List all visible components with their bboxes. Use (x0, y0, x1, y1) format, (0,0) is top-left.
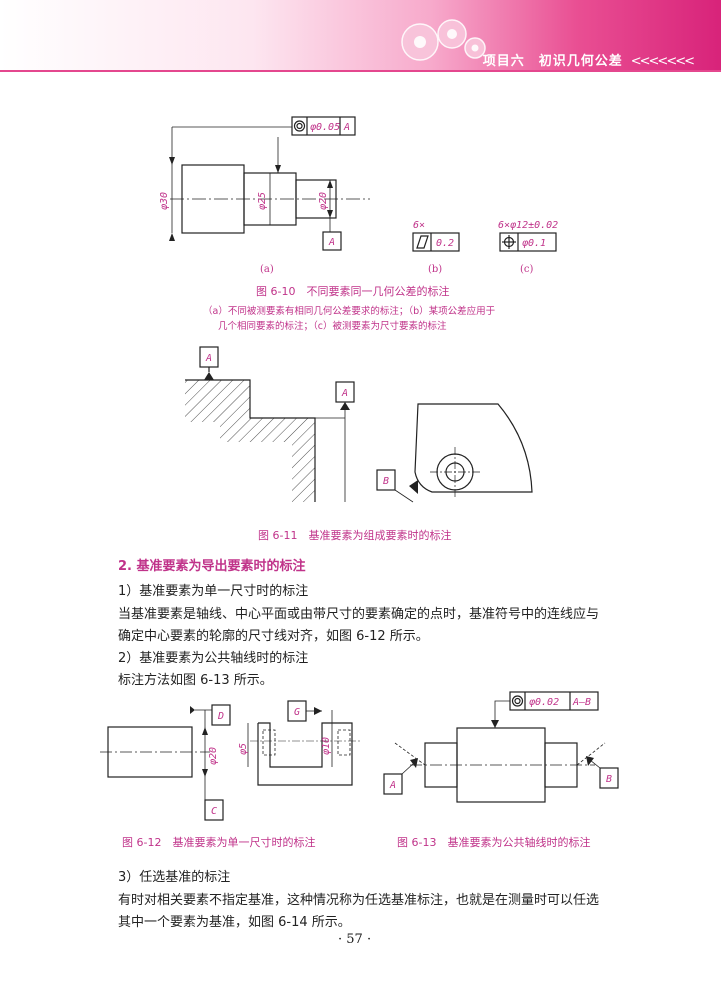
fig612-datum-c: C (211, 806, 217, 817)
fig612-dim-d10: φ10 (321, 737, 332, 755)
section-item-1: 1）基准要素为单一尺寸时的标注 (118, 584, 309, 599)
section-para-1-line-2: 确定中心要素的轮廓的尺寸线对齐，如图 6-12 所示。 (118, 629, 429, 644)
fig610-subcaption-1: （a）不同被测要素有相同几何公差要求的标注；（b）某项公差应用于 (203, 306, 496, 317)
fig610-label-b: (b) (428, 264, 443, 275)
fig610-c-tol: φ0.1 (522, 238, 546, 249)
fig611-caption: 图 6-11 基准要素为组成要素时的标注 (258, 529, 452, 542)
fig610-dim-d30: φ30 (159, 192, 170, 210)
fig610-frame-datum: A (343, 122, 350, 133)
section-para-1-line-1: 当基准要素是轴线、中心平面或由带尺寸的要素确定的点时，基准符号中的连线应与 (118, 607, 600, 622)
fig612-datum-d: D (217, 711, 224, 722)
fig610-subcaption-2: 几个相同要素的标注；（c）被测要素为尺寸要素的标注 (218, 321, 447, 332)
fig610-b-count: 6× (413, 220, 425, 231)
fig611-datum-a1: A (205, 353, 212, 364)
fig610-label-a: (a) (260, 264, 274, 275)
chevrons-icon: <<<<<<< (630, 54, 695, 69)
fig610-dim-d20: φ20 (318, 192, 329, 210)
figure-6-10-drawing: φ0.05 A φ30 φ25 φ20 A 6× 0.2 6×φ12±0.02 … (159, 116, 558, 252)
fig610-c-count: 6×φ12±0.02 (498, 220, 558, 231)
page-number: · 57 · (338, 932, 372, 947)
section-heading: 2. 基准要素为导出要素时的标注 (118, 559, 306, 574)
fig610-label-c: (c) (520, 264, 534, 275)
figure-6-12-drawing: D C G φ20 φ5 φ10 (100, 700, 360, 821)
fig611-datum-b: B (383, 476, 389, 487)
fig613-frame-datum: A—B (572, 697, 591, 708)
fig610-frame-tol: φ0.05 (310, 122, 340, 133)
section-para-3-line-1: 有时对相关要素不指定基准，这种情况称为任选基准标注，也就是在测量时可以任选 (118, 893, 600, 908)
fig613-caption: 图 6-13 基准要素为公共轴线时的标注 (397, 836, 591, 849)
fig612-dim-d5: φ5 (238, 743, 249, 755)
fig610-caption: 图 6-10 不同要素同一几何公差的标注 (256, 285, 450, 298)
section-item-2: 2）基准要素为公共轴线时的标注 (118, 651, 309, 666)
header-divider (0, 70, 721, 72)
fig612-dim-d20: φ20 (208, 747, 219, 765)
fig611-datum-a2: A (341, 388, 348, 399)
header-band (0, 0, 721, 72)
fig610-dim-d25: φ25 (257, 192, 268, 210)
chapter-title: 项目六 初识几何公差 <<<<<<< (482, 50, 695, 69)
figure-6-11-drawing: A A B (185, 346, 533, 503)
fig610-datum-a: A (328, 237, 335, 248)
fig613-datum-a: A (389, 780, 396, 791)
figure-6-13-drawing: φ0.02 A—B A B (383, 691, 619, 803)
section-para-3-line-2: 其中一个要素为基准，如图 6-14 所示。 (118, 915, 351, 930)
gear-decoration-icon (401, 19, 486, 61)
fig613-datum-b: B (606, 774, 612, 785)
fig612-datum-g: G (294, 707, 300, 718)
fig612-caption: 图 6-12 基准要素为单一尺寸时的标注 (122, 836, 316, 849)
chapter-title-text: 项目六 初识几何公差 (482, 54, 623, 69)
fig610-b-tol: 0.2 (436, 238, 454, 249)
section-item-3: 3）任选基准的标注 (118, 870, 231, 885)
section-para-2: 标注方法如图 6-13 所示。 (118, 673, 273, 688)
fig613-frame-tol: φ0.02 (529, 697, 559, 708)
